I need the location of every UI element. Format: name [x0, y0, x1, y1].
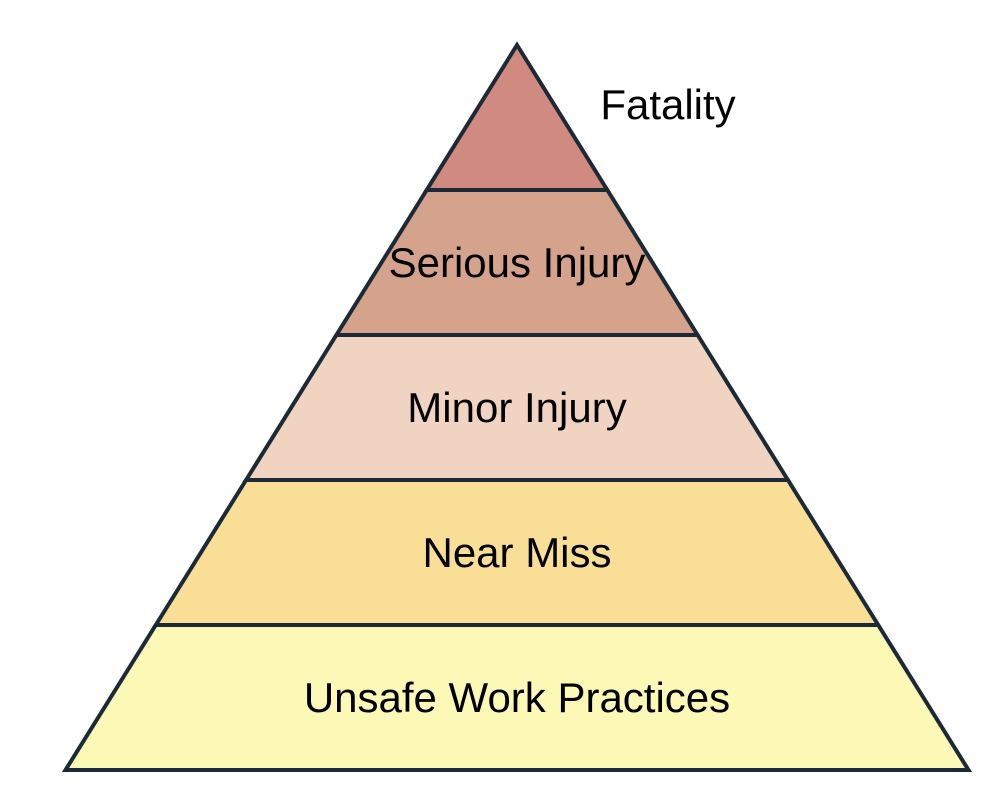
label-serious-injury: Serious Injury — [389, 239, 646, 286]
pyramid-level-unsafe-work-practices-shape — [61, 623, 973, 772]
label-near-miss: Near Miss — [422, 529, 611, 576]
pyramid-level-fatality-shape — [423, 41, 611, 192]
label-fatality: Fatality — [600, 81, 735, 128]
label-unsafe-work-practices: Unsafe Work Practices — [304, 674, 730, 721]
pyramid-labels: Fatality Serious Injury Minor Injury Nea… — [304, 81, 736, 721]
pyramid-levels — [61, 41, 973, 772]
label-minor-injury: Minor Injury — [407, 384, 626, 431]
